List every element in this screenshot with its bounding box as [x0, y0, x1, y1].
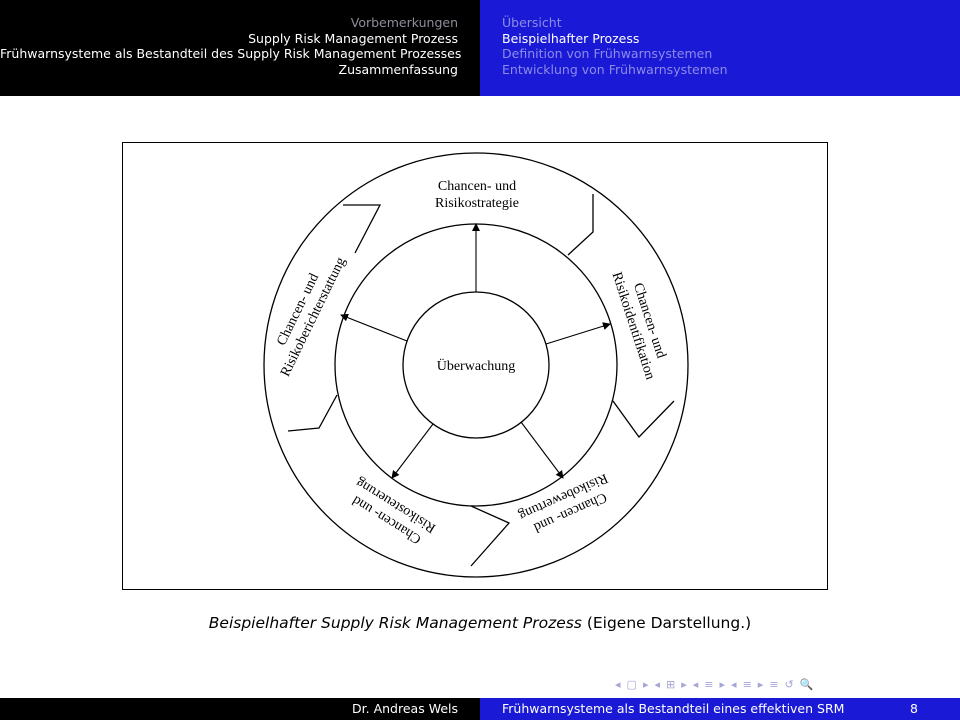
label-bewertung: Chancen- und Risikobewertung — [516, 470, 609, 535]
nav-subsection-entwicklung[interactable]: Entwicklung von Frühwarnsystemen — [502, 61, 728, 77]
navigation-symbols: ◂ ▢ ▸ ◂ ⊞ ▸ ◂ ≡ ▸ ◂ ≡ ▸ ≡ ↺ 🔍 — [615, 676, 813, 692]
next-document-icon[interactable]: ▸ — [757, 677, 764, 691]
search-icon[interactable]: 🔍 — [799, 677, 814, 691]
label-strategie-line1: Chancen- und — [438, 179, 516, 194]
nav-subsection-uebersicht[interactable]: Übersicht — [502, 15, 562, 30]
arrow-to-identifikation — [545, 322, 611, 345]
segment-divider-bottom — [470, 505, 511, 567]
next-section-icon[interactable]: ▸ — [719, 677, 726, 691]
section-icon[interactable]: ≡ — [704, 677, 714, 691]
nav-section-zusammenfassung[interactable]: Zusammenfassung — [338, 61, 459, 77]
nav-section-srm-prozess[interactable]: Supply Risk Management Prozess — [248, 30, 458, 46]
footer: Dr. Andreas Wels Frühwarnsysteme als Bes… — [0, 698, 960, 720]
outer-ring — [263, 152, 689, 578]
frame-icon[interactable]: ▢ — [626, 677, 637, 691]
section-navigation: Vorbemerkungen Supply Risk Management Pr… — [0, 0, 480, 96]
prev-subsection-icon[interactable]: ◂ — [654, 677, 660, 691]
segment-divider-top-left — [343, 204, 382, 254]
subsection-navigation: Übersicht Beispielhafter Prozess Definit… — [480, 0, 960, 96]
nav-section-fruehwarnsysteme[interactable]: Frühwarnsysteme als Bestandteil des Supp… — [0, 46, 462, 61]
label-steuerung: Chancen- und Risikosteuerung — [350, 474, 439, 546]
caption-title: Beispielhafter Supply Risk Management Pr… — [208, 614, 582, 632]
footer-title-bar: Frühwarnsysteme als Bestandteil eines ef… — [480, 698, 960, 720]
next-subsection-icon[interactable]: ▸ — [681, 677, 687, 691]
nav-section-vorbemerkungen[interactable]: Vorbemerkungen — [350, 15, 458, 30]
segment-divider-left — [287, 394, 338, 432]
next-frame-icon[interactable]: ▸ — [642, 677, 649, 691]
process-diagram-frame: Überwachung Chancen- und Risikostrategie… — [122, 142, 828, 590]
presentation-title: Frühwarnsysteme als Bestandteil eines ef… — [502, 701, 845, 716]
footer-author: Dr. Andreas Wels — [0, 698, 480, 720]
segment-divider-right — [612, 400, 675, 439]
arrow-to-steuerung — [391, 423, 434, 479]
caption-source: (Eigene Darstellung.) — [581, 614, 752, 632]
process-diagram: Überwachung Chancen- und Risikostrategie… — [263, 152, 689, 578]
prev-section-icon[interactable]: ◂ — [692, 677, 699, 691]
figure-caption: Beispielhafter Supply Risk Management Pr… — [0, 614, 960, 632]
label-strategie-line2: Risikostrategie — [435, 196, 519, 211]
arrow-to-berichterstattung — [340, 313, 408, 342]
prev-frame-icon[interactable]: ◂ — [615, 677, 621, 691]
subsection-icon[interactable]: ⊞ — [666, 677, 676, 691]
arrow-to-bewertung — [520, 421, 564, 479]
label-ueberwachung: Überwachung — [437, 357, 516, 374]
nav-subsection-definition[interactable]: Definition von Frühwarnsystemen — [502, 46, 713, 61]
segment-divider-top-right — [567, 194, 594, 256]
header-navigation: Vorbemerkungen Supply Risk Management Pr… — [0, 0, 960, 96]
back-icon[interactable]: ↺ — [784, 677, 794, 691]
page-number: 8 — [910, 701, 918, 716]
document-icon[interactable]: ≡ — [742, 677, 752, 691]
prev-document-icon[interactable]: ◂ — [731, 677, 737, 691]
label-identifikation: Chancen- und Risikoidentifikation — [609, 270, 669, 381]
nav-subsection-beispielhafter-prozess[interactable]: Beispielhafter Prozess — [502, 30, 640, 46]
author-name: Dr. Andreas Wels — [352, 701, 458, 716]
label-berichterstattung: Chancen- und Risikoberichterstattung — [274, 255, 349, 379]
toc-icon[interactable]: ≡ — [769, 677, 779, 691]
